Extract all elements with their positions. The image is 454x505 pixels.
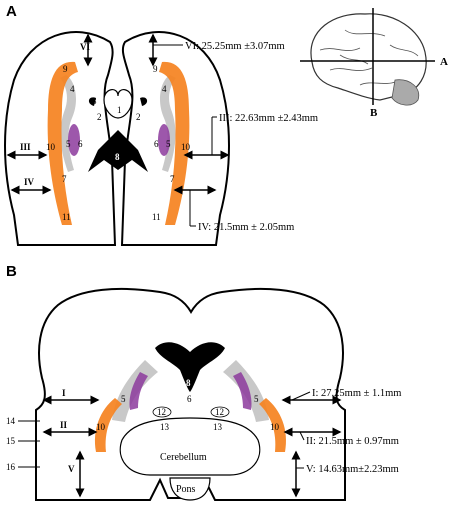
num-8: 8 <box>115 152 120 162</box>
label-cerebellum: Cerebellum <box>160 452 207 463</box>
roman-iv: IV <box>24 177 35 187</box>
roman-v: V <box>68 464 75 474</box>
right-purple-region <box>158 124 170 156</box>
label-pons: Pons <box>176 484 196 495</box>
num-14: 14 <box>6 416 16 426</box>
num-3-left: 3 <box>92 96 97 106</box>
structure-8-b <box>155 342 225 392</box>
inset-brain-icon <box>300 8 435 106</box>
num-7-left: 7 <box>62 174 67 184</box>
left-purple-b <box>129 372 148 410</box>
right-purple-b <box>233 372 252 410</box>
panel-a-label: A <box>6 3 17 20</box>
leader-ii <box>299 431 305 441</box>
num-2-right: 2 <box>136 112 141 122</box>
num-8-b: 8 <box>186 378 191 388</box>
left-orange-tract <box>47 61 78 225</box>
pons-outline <box>169 477 211 501</box>
num-3-right: 3 <box>141 96 146 106</box>
num-1: 1 <box>117 105 122 115</box>
left-central-dark <box>88 97 96 106</box>
right-orange-tract-b <box>259 398 287 452</box>
num-10-b-right: 10 <box>270 422 280 432</box>
left-purple-region <box>68 124 80 156</box>
num-10-b-left: 10 <box>96 422 106 432</box>
measure-ii: II: 21.5mm ± 0.97mm <box>306 436 399 447</box>
num-15: 15 <box>6 436 16 446</box>
panel-b-label: B <box>6 263 17 280</box>
roman-ii: II <box>60 420 68 430</box>
num-11-left: 11 <box>62 212 71 222</box>
leader-i <box>291 391 311 401</box>
left-lateral-ventricle <box>60 75 77 172</box>
num-4-right: 4 <box>162 84 167 94</box>
oval-12-right <box>210 406 230 418</box>
num-6-left: 6 <box>78 139 83 149</box>
num-6-b: 6 <box>187 394 192 404</box>
inset-axis-b: B <box>370 107 378 119</box>
num-6-right: 6 <box>154 139 159 149</box>
num-7-right: 7 <box>170 174 175 184</box>
right-orange-tract <box>159 61 190 225</box>
left-orange-tract-b <box>94 398 122 452</box>
structure-8-shape <box>88 130 148 172</box>
measure-vi: VI: 25.25mm ±3.07mm <box>185 41 285 52</box>
num-13-right: 13 <box>213 422 223 432</box>
measure-iii: III: 22.63mm ±2.43mm <box>219 113 318 124</box>
measure-iv: IV: 21.5mm ± 2.05mm <box>198 222 294 233</box>
num-5-b-right: 5 <box>254 394 259 404</box>
num-10-left: 10 <box>46 142 56 152</box>
inset-axis-a: A <box>440 56 448 68</box>
num-5-right: 5 <box>166 139 171 149</box>
num-10-right: 10 <box>181 142 191 152</box>
num-12-left: 12 <box>157 407 166 417</box>
num-16: 16 <box>6 462 16 472</box>
roman-iii: III <box>20 142 31 152</box>
num-5-b-left: 5 <box>121 394 126 404</box>
num-9-left: 9 <box>63 64 68 74</box>
num-9-right: 9 <box>153 64 158 74</box>
roman-vi: VI <box>80 42 90 52</box>
right-lateral-ventricle <box>159 75 176 172</box>
num-11-right: 11 <box>152 212 161 222</box>
oval-12-left <box>152 406 172 418</box>
measure-v: V: 14.63mm±2.23mm <box>306 464 399 475</box>
num-4-left: 4 <box>70 84 75 94</box>
num-13-left: 13 <box>160 422 170 432</box>
roman-i: I <box>62 388 66 398</box>
cerebellum-outline <box>119 417 261 476</box>
central-structure <box>103 89 133 119</box>
num-5-left: 5 <box>66 139 71 149</box>
measure-i: I: 27.25mm ± 1.1mm <box>312 388 401 399</box>
right-central-dark <box>140 97 148 106</box>
num-2-left: 2 <box>97 112 102 122</box>
num-12-right: 12 <box>215 407 224 417</box>
